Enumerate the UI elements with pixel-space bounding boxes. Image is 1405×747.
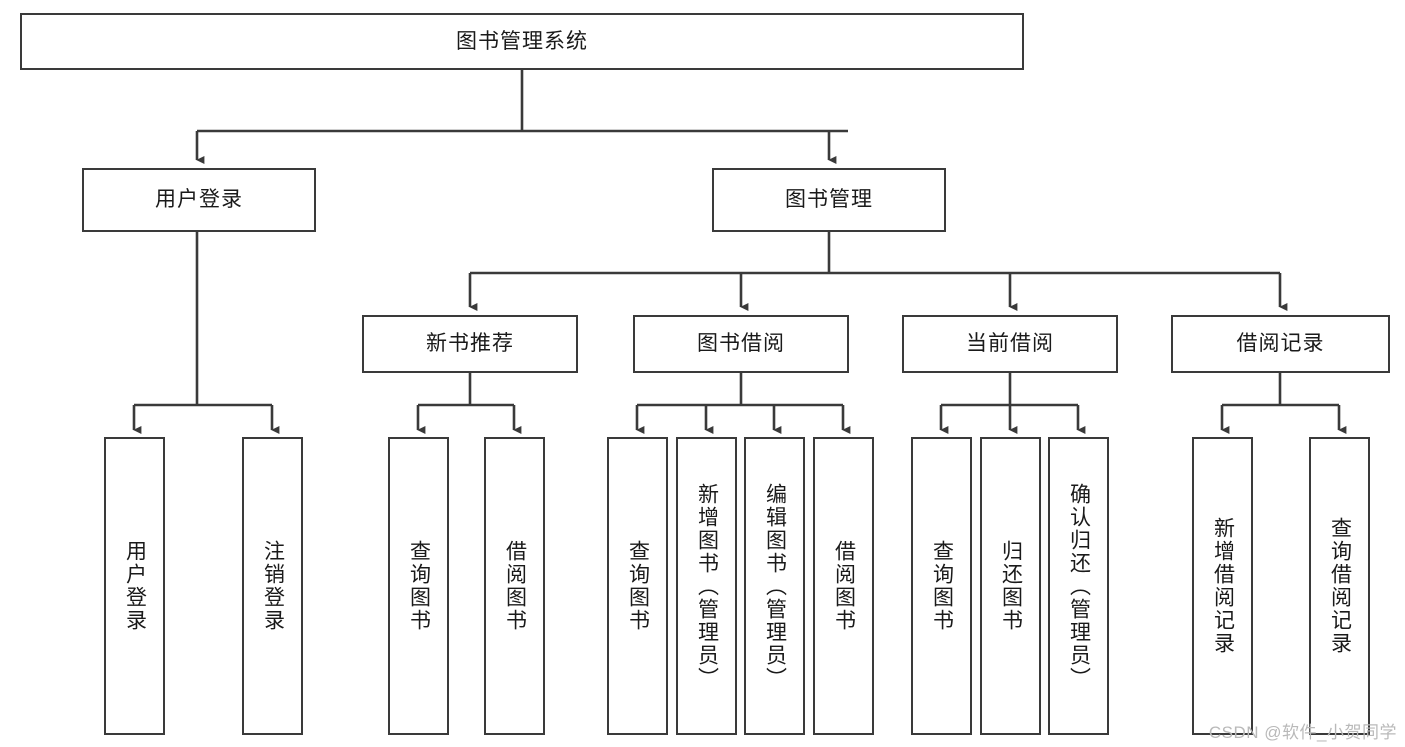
node-book-management[interactable]: 图书管理 — [712, 168, 946, 232]
node-label: 图书管理系统 — [456, 29, 588, 53]
node-label: 用户登录 — [155, 188, 243, 212]
leaf-current-borrow-query[interactable]: 查询图书 — [911, 437, 972, 735]
node-user-login[interactable]: 用户登录 — [82, 168, 316, 232]
node-label: 当前借阅 — [966, 332, 1054, 356]
leaf-book-borrow-query[interactable]: 查询图书 — [607, 437, 668, 735]
leaf-new-book-query[interactable]: 查询图书 — [388, 437, 449, 735]
node-label: 查询图书 — [930, 540, 954, 632]
leaf-user-login-login[interactable]: 用户登录 — [104, 437, 165, 735]
node-label: 注销登录 — [261, 540, 285, 632]
node-label: 归还图书 — [999, 540, 1023, 632]
node-label: 新增图书（管理员） — [695, 482, 719, 690]
leaf-user-login-logout[interactable]: 注销登录 — [242, 437, 303, 735]
node-book-borrow[interactable]: 图书借阅 — [633, 315, 849, 373]
node-label: 图书管理 — [785, 188, 873, 212]
node-label: 图书借阅 — [697, 332, 785, 356]
watermark-csdn: CSDN @软件_小贺同学 — [1208, 723, 1397, 742]
node-label: 确认归还（管理员） — [1067, 482, 1091, 690]
leaf-current-borrow-return[interactable]: 归还图书 — [980, 437, 1041, 735]
leaf-current-borrow-confirm-admin[interactable]: 确认归还（管理员） — [1048, 437, 1109, 735]
node-current-borrow[interactable]: 当前借阅 — [902, 315, 1118, 373]
node-label: 借阅记录 — [1236, 332, 1325, 356]
node-label: 借阅图书 — [503, 540, 527, 632]
leaf-borrow-record-query[interactable]: 查询借阅记录 — [1309, 437, 1370, 735]
node-label: 查询借阅记录 — [1328, 517, 1352, 655]
node-label: 新书推荐 — [426, 332, 514, 356]
node-label: 编辑图书（管理员） — [763, 482, 787, 690]
node-label: 借阅图书 — [832, 540, 856, 632]
node-label: 用户登录 — [123, 540, 147, 632]
leaf-new-book-borrow[interactable]: 借阅图书 — [484, 437, 545, 735]
node-new-book-recommend[interactable]: 新书推荐 — [362, 315, 578, 373]
node-label: 查询图书 — [626, 540, 650, 632]
node-borrow-record[interactable]: 借阅记录 — [1171, 315, 1390, 373]
leaf-book-borrow-add-admin[interactable]: 新增图书（管理员） — [676, 437, 737, 735]
node-root-book-management-system[interactable]: 图书管理系统 — [20, 13, 1024, 70]
leaf-book-borrow-edit-admin[interactable]: 编辑图书（管理员） — [744, 437, 805, 735]
node-label: 新增借阅记录 — [1211, 517, 1235, 655]
leaf-book-borrow-borrow[interactable]: 借阅图书 — [813, 437, 874, 735]
node-label: 查询图书 — [407, 540, 431, 632]
leaf-borrow-record-add[interactable]: 新增借阅记录 — [1192, 437, 1253, 735]
